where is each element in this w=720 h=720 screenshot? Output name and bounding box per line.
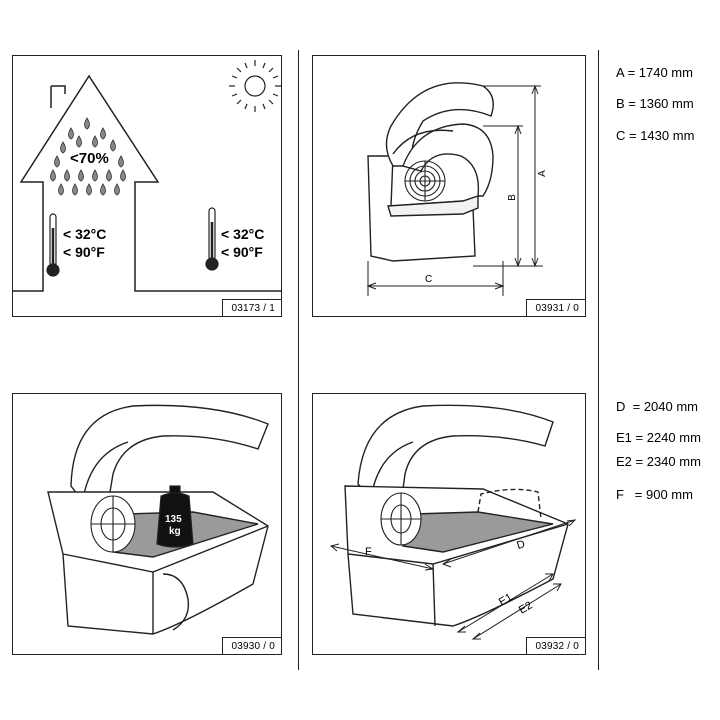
outside-temp-celsius: < 32°C: [221, 226, 265, 242]
weight-panel: 135 kg 03930 / 0: [12, 393, 282, 655]
dimension-label-c: C: [425, 274, 433, 285]
fan-icon: [380, 492, 422, 546]
figure-code: 03932 / 0: [526, 637, 585, 654]
sun-icon: [229, 60, 281, 112]
side-dimensions-panel: A B C 03931 / 0: [312, 55, 586, 317]
fan-icon: [90, 495, 136, 553]
figure-code: 03930 / 0: [222, 637, 281, 654]
humidity-droplets: [50, 117, 126, 196]
tanning-bed-top-drawing: [329, 404, 577, 640]
spec-b: B = 1360 mm: [616, 96, 694, 111]
weight-icon: [156, 485, 194, 548]
spec-f: F = 900 mm: [616, 487, 693, 502]
inside-temp-fahrenheit: < 90°F: [63, 244, 105, 260]
house-illustration: [13, 60, 281, 292]
spec-d: D = 2040 mm: [616, 399, 699, 414]
inside-temp-celsius: < 32°C: [63, 226, 107, 242]
spec-e1: E1 = 2240 mm: [616, 430, 701, 445]
fan-icon: [404, 160, 446, 202]
humidity-label: <70%: [69, 150, 110, 167]
outside-temp-fahrenheit: < 90°F: [221, 244, 263, 260]
figure-code: 03173 / 1: [222, 299, 281, 316]
dimension-label-a: A: [536, 170, 548, 177]
house-outline: [13, 74, 281, 292]
weight-value: 135: [165, 514, 182, 525]
weight-unit: kg: [169, 526, 181, 537]
thermometer-icon: [205, 207, 219, 271]
column-divider-left: [298, 50, 299, 670]
open-dimensions-panel: F D E1 E2 03932 / 0: [312, 393, 586, 655]
column-divider-right: [598, 50, 599, 670]
figure-code: 03931 / 0: [526, 299, 585, 316]
spec-c: C = 1430 mm: [616, 128, 695, 143]
thermometer-icon: [46, 213, 60, 277]
dimension-lines: [366, 84, 543, 296]
spec-e2: E2 = 2340 mm: [616, 454, 701, 469]
spec-a: A = 1740 mm: [616, 65, 693, 80]
dimension-lines: [329, 519, 577, 640]
dimension-label-b: B: [506, 194, 518, 201]
dimension-label-f: F: [365, 546, 372, 558]
tanning-bed-open-drawing: [47, 404, 269, 635]
climate-panel: <70% < 32°C < 90°F < 32°C < 90°F 03173 /…: [12, 55, 282, 317]
tanning-bed-side-drawing: [366, 82, 543, 296]
